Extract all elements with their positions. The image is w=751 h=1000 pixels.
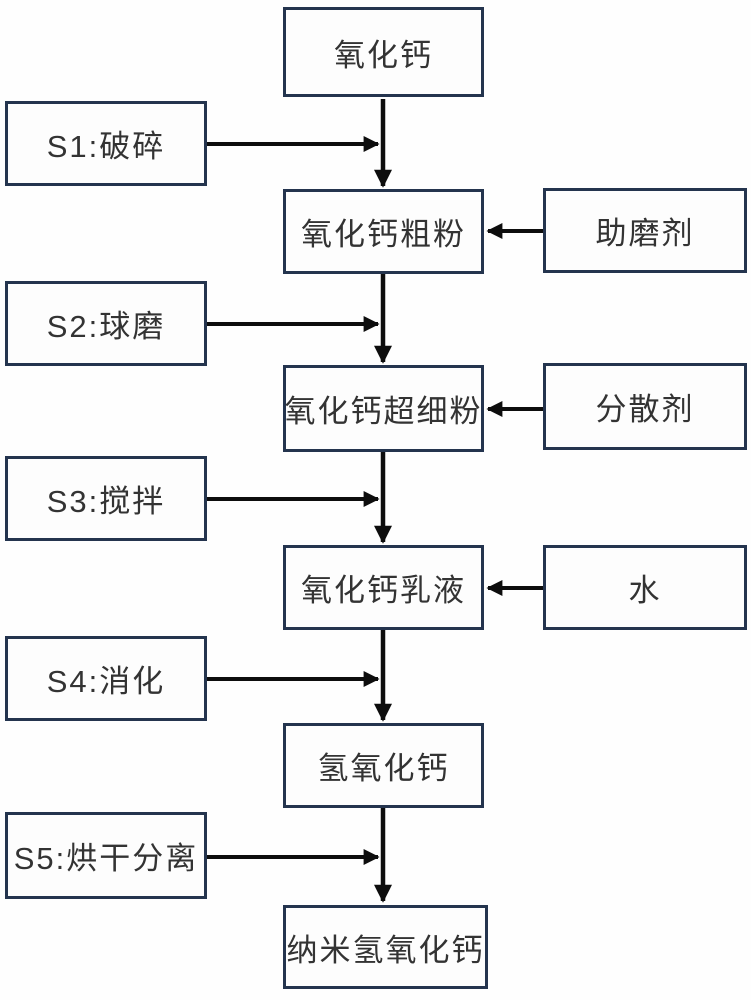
node-step1-crushing: S1:破碎: [5, 101, 207, 186]
node-label: S5:烘干分离: [13, 841, 199, 876]
node-step3-stirring: S3:搅拌: [5, 456, 207, 541]
node-emulsion: 氧化钙乳液: [283, 545, 484, 630]
node-label: 水: [628, 573, 662, 608]
node-step2-ball-milling: S2:球磨: [5, 281, 207, 366]
node-nano-calcium-hydroxide: 纳米氢氧化钙: [283, 905, 488, 989]
node-step4-digestion: S4:消化: [5, 636, 207, 721]
node-label: S4:消化: [46, 664, 166, 699]
node-label: 氧化钙超细粉: [284, 394, 483, 429]
node-label: 氧化钙: [334, 37, 433, 73]
node-label: S2:球磨: [46, 309, 166, 344]
node-label: S1:破碎: [46, 129, 166, 164]
node-label: 氧化钙乳液: [301, 573, 466, 608]
node-calcium-hydroxide: 氢氧化钙: [283, 723, 484, 808]
node-dispersant: 分散剂: [543, 363, 747, 450]
node-step5-drying-separation: S5:烘干分离: [5, 812, 207, 899]
node-coarse-powder: 氧化钙粗粉: [283, 189, 484, 274]
node-label: 氧化钙粗粉: [301, 217, 466, 252]
node-label: 助磨剂: [595, 216, 695, 251]
node-label: 氢氧化钙: [317, 751, 450, 786]
node-ultrafine-powder: 氧化钙超细粉: [283, 365, 484, 452]
node-water: 水: [543, 545, 747, 630]
node-label: 分散剂: [595, 392, 695, 427]
node-label: S3:搅拌: [46, 484, 166, 519]
node-grinding-aid: 助磨剂: [543, 188, 747, 273]
node-calcium-oxide: 氧化钙: [283, 7, 484, 97]
node-label: 纳米氢氧化钙: [286, 932, 485, 968]
